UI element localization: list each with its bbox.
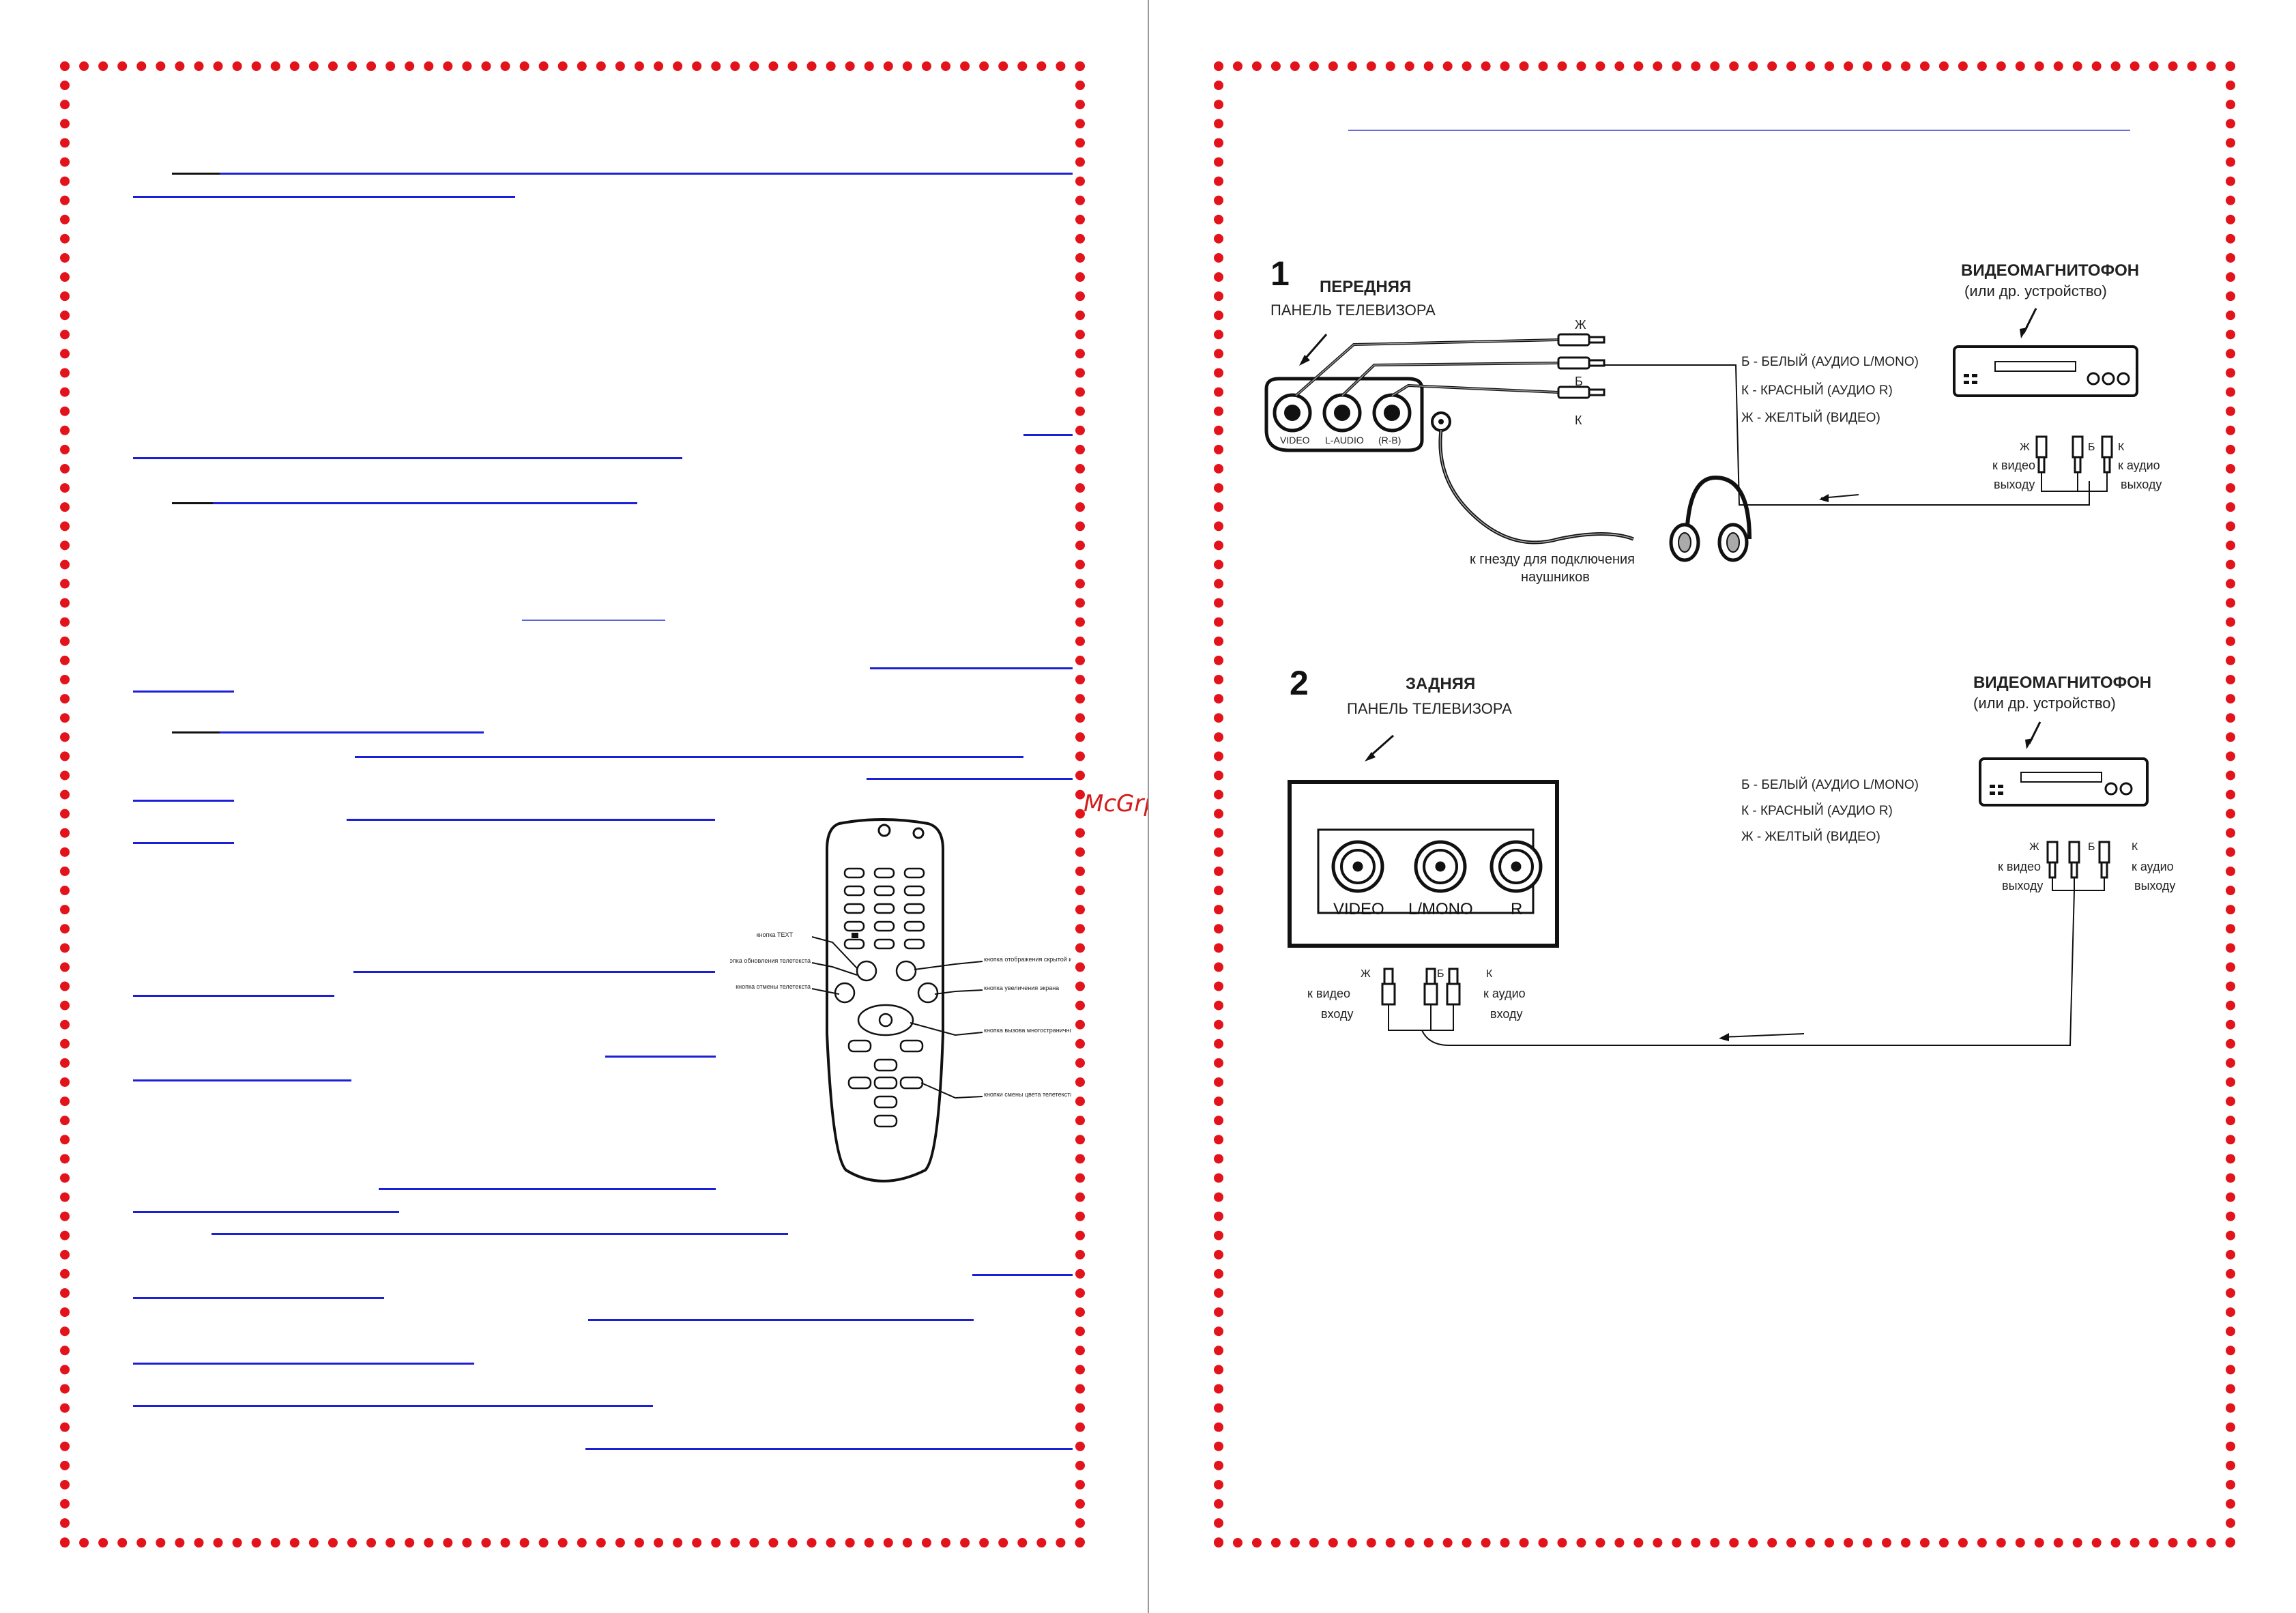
remote-control-illustration: кнопка TEXT кнопка обновления телетекста…: [730, 818, 1071, 1182]
link-underline[interactable]: [133, 800, 234, 802]
diagram-1-legend-white: Б - БЕЛЫЙ (АУДИО L/MONO): [1741, 354, 1919, 369]
callout-multipage: кнопка вызова многостраничной страницы: [984, 1027, 1071, 1034]
callout-reveal: кнопка отображения скрытой информации: [984, 956, 1071, 963]
title-underline: [1348, 130, 2130, 131]
diagram-1-video-out-1: к видео: [1992, 459, 2035, 472]
diagram-2-jack-r: R: [1511, 900, 1522, 918]
left-page-dotted-border: [60, 61, 1085, 1547]
diagram-1-out-r: К: [2118, 441, 2125, 453]
diagram-2-in-y: Ж: [1361, 968, 1371, 980]
diagram-2-in-r: К: [1486, 968, 1493, 980]
diagram-2-number: 2: [1290, 664, 1309, 702]
diagram-1: 1 ПЕРЕДНЯЯ ПАНЕЛЬ ТЕЛЕВИЗОРА VIDEO L-AUD…: [1264, 255, 2162, 585]
link-underline[interactable]: [605, 1056, 716, 1058]
link-underline[interactable]: [133, 1079, 351, 1081]
diagram-2-in-w: Б: [1437, 968, 1444, 980]
diagram-1-out-y: Ж: [2020, 441, 2030, 453]
diagram-2-panel-subtitle: ПАНЕЛЬ ТЕЛЕВИЗОРА: [1347, 700, 1512, 717]
diagram-2-device-title: ВИДЕОМАГНИТОФОН: [1973, 673, 2151, 692]
link-underline[interactable]: [133, 995, 334, 997]
diagram-2-jack-video: VIDEO: [1333, 900, 1384, 918]
diagram-2-audio-in-1: к аудио: [1483, 987, 1526, 1000]
diagram-1-legend-red: К - КРАСНЫЙ (АУДИО R): [1741, 383, 1893, 398]
connection-diagrams: 1 ПЕРЕДНЯЯ ПАНЕЛЬ ТЕЛЕВИЗОРА VIDEO L-AUD…: [1264, 255, 2175, 1046]
link-underline[interactable]: [133, 457, 682, 459]
diagram-1-plug-y: Ж: [1575, 318, 1586, 332]
link-underline[interactable]: [347, 819, 715, 821]
diagram-2-video-in-2: входу: [1321, 1007, 1353, 1021]
link-underline[interactable]: [870, 667, 1073, 669]
diagram-1-panel-subtitle: ПАНЕЛЬ ТЕЛЕВИЗОРА: [1270, 302, 1436, 319]
diagram-2-audio-in-2: входу: [1490, 1007, 1522, 1021]
link-underline[interactable]: [379, 1188, 716, 1190]
link-underline[interactable]: [220, 731, 484, 733]
diagram-1-jack-r: (R-B): [1378, 435, 1401, 446]
right-page: 1 ПЕРЕДНЯЯ ПАНЕЛЬ ТЕЛЕВИЗОРА VIDEO L-AUD…: [1149, 0, 2296, 1613]
diagram-2-out-y: Ж: [2029, 841, 2039, 853]
diagram-2-legend-white: Б - БЕЛЫЙ (АУДИО L/MONO): [1741, 777, 1919, 792]
callout-text-button: кнопка TEXT: [757, 931, 794, 938]
link-underline[interactable]: [867, 778, 1073, 780]
link-underline[interactable]: [353, 971, 715, 973]
diagram-2-audio-out-1: к аудио: [2132, 860, 2174, 873]
diagram-1-device-subtitle: (или др. устройство): [1964, 282, 2107, 300]
diagram-2-panel-title: ЗАДНЯЯ: [1406, 675, 1475, 693]
diagram-2-video-out-1: к видео: [1998, 860, 2041, 873]
diagram-1-headphone-label-1: к гнезду для подключения: [1470, 552, 1635, 567]
diagram-1-number: 1: [1270, 255, 1290, 293]
diagram-1-jack-video: VIDEO: [1280, 435, 1310, 446]
link-underline[interactable]: [220, 173, 1073, 175]
diagram-2-device-subtitle: (или др. устройство): [1973, 695, 2116, 712]
text-rule: [172, 173, 220, 175]
diagram-1-headphone-label-2: наушников: [1521, 570, 1590, 585]
diagram-2-audio-out-2: выходу: [2134, 879, 2175, 892]
diagram-2-legend-red: К - КРАСНЫЙ (АУДИО R): [1741, 803, 1893, 818]
diagram-1-audio-out-1: к аудио: [2118, 459, 2160, 472]
link-underline[interactable]: [585, 1448, 1073, 1450]
diagram-1-audio-out-2: выходу: [2121, 478, 2162, 491]
right-page-dotted-border: [1214, 61, 2235, 1547]
page-divider: [1148, 0, 1149, 1613]
diagram-1-plug-w: Б: [1575, 375, 1583, 388]
callout-color: кнопки смены цвета телетекста: [984, 1091, 1071, 1098]
callout-cancel-teletext: кнопка отмены телетекста: [736, 983, 811, 990]
link-underline[interactable]: [133, 1363, 474, 1365]
link-underline[interactable]: [972, 1274, 1073, 1276]
text-rule: [172, 731, 220, 733]
diagram-1-plug-r: К: [1575, 413, 1582, 427]
diagram-2-video-out-2: выходу: [2002, 879, 2043, 892]
diagram-1-jack-audio: L-AUDIO: [1325, 435, 1364, 446]
diagram-1-out-w: Б: [2088, 441, 2095, 453]
link-underline[interactable]: [133, 1405, 653, 1407]
diagram-1-panel-title: ПЕРЕДНЯЯ: [1320, 278, 1411, 296]
diagram-2-out-w: Б: [2088, 841, 2095, 853]
link-underline[interactable]: [133, 1211, 399, 1213]
callout-refresh-teletext: кнопка обновления телетекста: [730, 957, 811, 964]
diagram-1-legend-yellow: Ж - ЖЕЛТЫЙ (ВИДЕО): [1741, 410, 1880, 425]
link-underline[interactable]: [133, 842, 234, 844]
diagram-1-device-title: ВИДЕОМАГНИТОФОН: [1961, 261, 2139, 280]
diagram-2-out-r: К: [2132, 841, 2138, 853]
link-underline[interactable]: [133, 1297, 384, 1299]
left-page: кнопка TEXT кнопка обновления телетекста…: [60, 61, 1197, 1547]
diagram-2-legend-yellow: Ж - ЖЕЛТЫЙ (ВИДЕО): [1741, 829, 1880, 844]
diagram-2-jack-lmono: L/MONO: [1408, 900, 1473, 918]
link-underline[interactable]: [522, 620, 665, 621]
diagram-1-video-out-2: выходу: [1994, 478, 2035, 491]
diagram-2-video-in-1: к видео: [1307, 987, 1350, 1000]
callout-zoom: кнопка увеличения экрана: [984, 985, 1059, 991]
text-rule: [172, 502, 213, 504]
link-underline[interactable]: [212, 1233, 788, 1235]
link-underline[interactable]: [133, 691, 234, 693]
link-underline[interactable]: [1023, 434, 1073, 436]
diagram-2: 2 ЗАДНЯЯ ПАНЕЛЬ ТЕЛЕВИЗОРА VIDEO L/MONO …: [1288, 664, 2175, 1046]
link-underline[interactable]: [133, 196, 515, 198]
link-underline[interactable]: [213, 502, 637, 504]
link-underline[interactable]: [355, 756, 1023, 758]
link-underline[interactable]: [588, 1319, 974, 1321]
